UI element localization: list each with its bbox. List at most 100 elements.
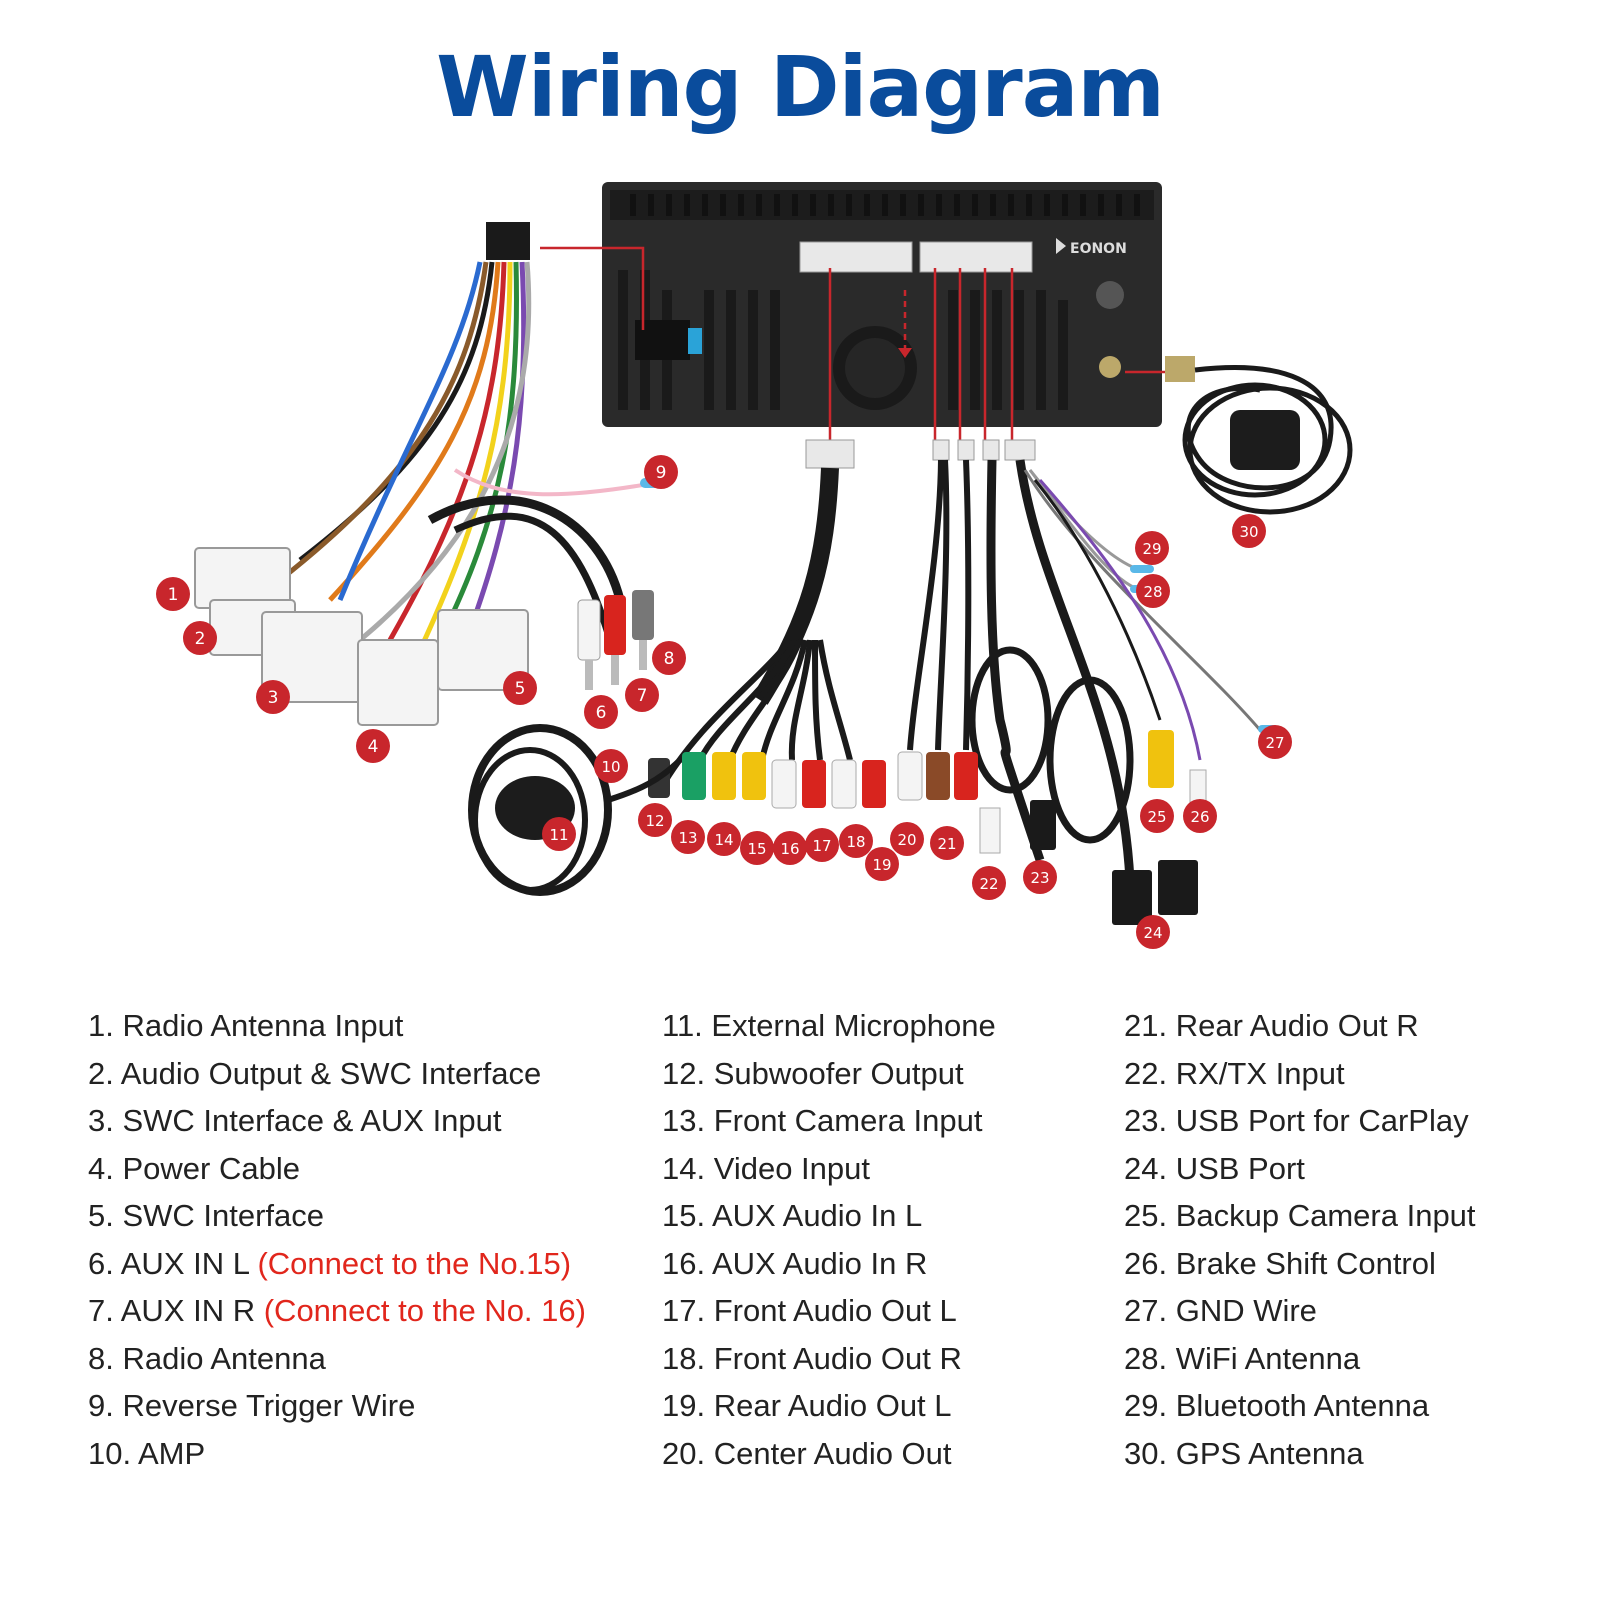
legend-item-15: 15. AUX Audio In L: [662, 1198, 923, 1233]
legend-item-5: 5. SWC Interface: [88, 1198, 325, 1233]
page-title: Wiring Diagram: [436, 38, 1165, 136]
badge-27: 27: [1258, 725, 1292, 759]
badge-26: 26: [1183, 799, 1217, 833]
svg-text:12: 12: [645, 812, 664, 830]
svg-text:13: 13: [678, 829, 697, 847]
svg-text:3: 3: [268, 688, 279, 708]
svg-text:9: 9: [656, 463, 667, 483]
svg-text:18: 18: [846, 833, 865, 851]
right-wires: [1023, 469, 1278, 807]
badge-17: 17: [805, 828, 839, 862]
badge-14: 14: [707, 822, 741, 856]
legend-item-30: 30. GPS Antenna: [1124, 1435, 1364, 1471]
badge-23: 23: [1023, 860, 1057, 894]
badge-24: 24: [1136, 915, 1170, 949]
svg-text:20: 20: [897, 831, 916, 849]
head-unit: EONON: [602, 182, 1162, 427]
legend-item-17: 17. Front Audio Out L: [662, 1293, 957, 1328]
svg-text:5: 5: [515, 679, 526, 699]
legend-note-7: (Connect to the No. 16): [263, 1293, 586, 1328]
badge-9: 9: [644, 455, 678, 489]
badge-16: 16: [773, 831, 807, 865]
legend-item-21: 21. Rear Audio Out R: [1124, 1008, 1419, 1043]
svg-text:10: 10: [601, 758, 620, 776]
svg-text:11: 11: [549, 826, 568, 844]
svg-text:14: 14: [714, 831, 733, 849]
badge-29: 29: [1135, 531, 1169, 565]
badge-1: 1: [156, 577, 190, 611]
wiring-illustration: EONON: [156, 182, 1353, 949]
badge-5: 5: [503, 671, 537, 705]
svg-text:26: 26: [1190, 808, 1209, 826]
svg-text:21: 21: [937, 835, 956, 853]
svg-text:16: 16: [780, 840, 799, 858]
badge-11: 11: [542, 817, 576, 851]
svg-text:27: 27: [1265, 734, 1284, 752]
legend-item-6: 6. AUX IN L (Connect to the No.15): [88, 1245, 572, 1281]
legend-item-25: 25. Backup Camera Input: [1124, 1198, 1476, 1233]
legend-item-29: 29. Bluetooth Antenna: [1124, 1388, 1430, 1423]
svg-text:17: 17: [812, 837, 831, 855]
legend-item-27: 27. GND Wire: [1124, 1293, 1317, 1328]
svg-text:6: 6: [596, 703, 607, 723]
legend-item-18: 18. Front Audio Out R: [662, 1340, 962, 1376]
legend-item-19: 19. Rear Audio Out L: [662, 1388, 952, 1423]
badge-21: 21: [930, 826, 964, 860]
pointer-lines: [540, 246, 1165, 440]
svg-text:30: 30: [1239, 523, 1258, 541]
svg-text:28: 28: [1143, 583, 1162, 601]
legend-item-11: 11. External Microphone: [662, 1008, 996, 1043]
badge-6: 6: [584, 695, 618, 729]
brand-logo: EONON: [1070, 241, 1127, 257]
legend-item-9: 9. Reverse Trigger Wire: [88, 1388, 416, 1423]
svg-text:15: 15: [747, 840, 766, 858]
badge-20: 20: [890, 822, 924, 856]
legend-item-2: 2. Audio Output & SWC Interface: [88, 1055, 542, 1091]
svg-text:24: 24: [1143, 924, 1162, 942]
legend-item-10: 10. AMP: [88, 1435, 206, 1471]
svg-text:2: 2: [195, 629, 206, 649]
badge-25: 25: [1140, 799, 1174, 833]
legend-column-2: 11. External Microphone 12. Subwoofer Ou…: [662, 1002, 996, 1477]
legend-item-7: 7. AUX IN R (Connect to the No. 16): [88, 1293, 586, 1328]
badge-3: 3: [256, 680, 290, 714]
badge-2: 2: [183, 621, 217, 655]
svg-text:4: 4: [368, 737, 379, 757]
svg-text:22: 22: [979, 875, 998, 893]
legend-item-3: 3. SWC Interface & AUX Input: [88, 1103, 502, 1138]
gps-antenna: [1165, 356, 1353, 515]
badge-10: 10: [594, 749, 628, 783]
svg-text:25: 25: [1147, 808, 1166, 826]
badge-19: 19: [865, 847, 899, 881]
legend-item-22: 22. RX/TX Input: [1124, 1055, 1345, 1091]
rca-plugs-6-8: [577, 590, 654, 690]
legend-column-1: 1. Radio Antenna Input 2. Audio Output &…: [88, 1002, 586, 1477]
svg-text:29: 29: [1142, 540, 1161, 558]
legend-item-26: 26. Brake Shift Control: [1124, 1245, 1436, 1281]
legend-item-23: 23. USB Port for CarPlay: [1124, 1103, 1469, 1138]
legend-item-13: 13. Front Camera Input: [662, 1103, 983, 1138]
legend-item-24: 24. USB Port: [1124, 1150, 1305, 1186]
legend-column-3: 21. Rear Audio Out R 22. RX/TX Input 23.…: [1124, 1002, 1476, 1477]
badge-15: 15: [740, 831, 774, 865]
badge-13: 13: [671, 820, 705, 854]
badge-7: 7: [625, 678, 659, 712]
svg-text:1: 1: [168, 585, 179, 605]
badge-8: 8: [652, 641, 686, 675]
svg-text:23: 23: [1030, 869, 1049, 887]
svg-text:8: 8: [664, 649, 675, 669]
badge-30: 30: [1232, 514, 1266, 548]
badge-12: 12: [638, 803, 672, 837]
svg-text:19: 19: [872, 856, 891, 874]
legend-item-20: 20. Center Audio Out: [662, 1435, 952, 1471]
legend-item-14: 14. Video Input: [662, 1150, 870, 1186]
legend-note-6: (Connect to the No.15): [257, 1245, 572, 1281]
badge-28: 28: [1136, 574, 1170, 608]
badge-4: 4: [356, 729, 390, 763]
badge-22: 22: [972, 866, 1006, 900]
rca-bundle: [648, 439, 886, 809]
legend-item-16: 16. AUX Audio In R: [662, 1245, 928, 1281]
legend-item-12: 12. Subwoofer Output: [662, 1055, 964, 1091]
legend-item-1: 1. Radio Antenna Input: [88, 1008, 404, 1043]
